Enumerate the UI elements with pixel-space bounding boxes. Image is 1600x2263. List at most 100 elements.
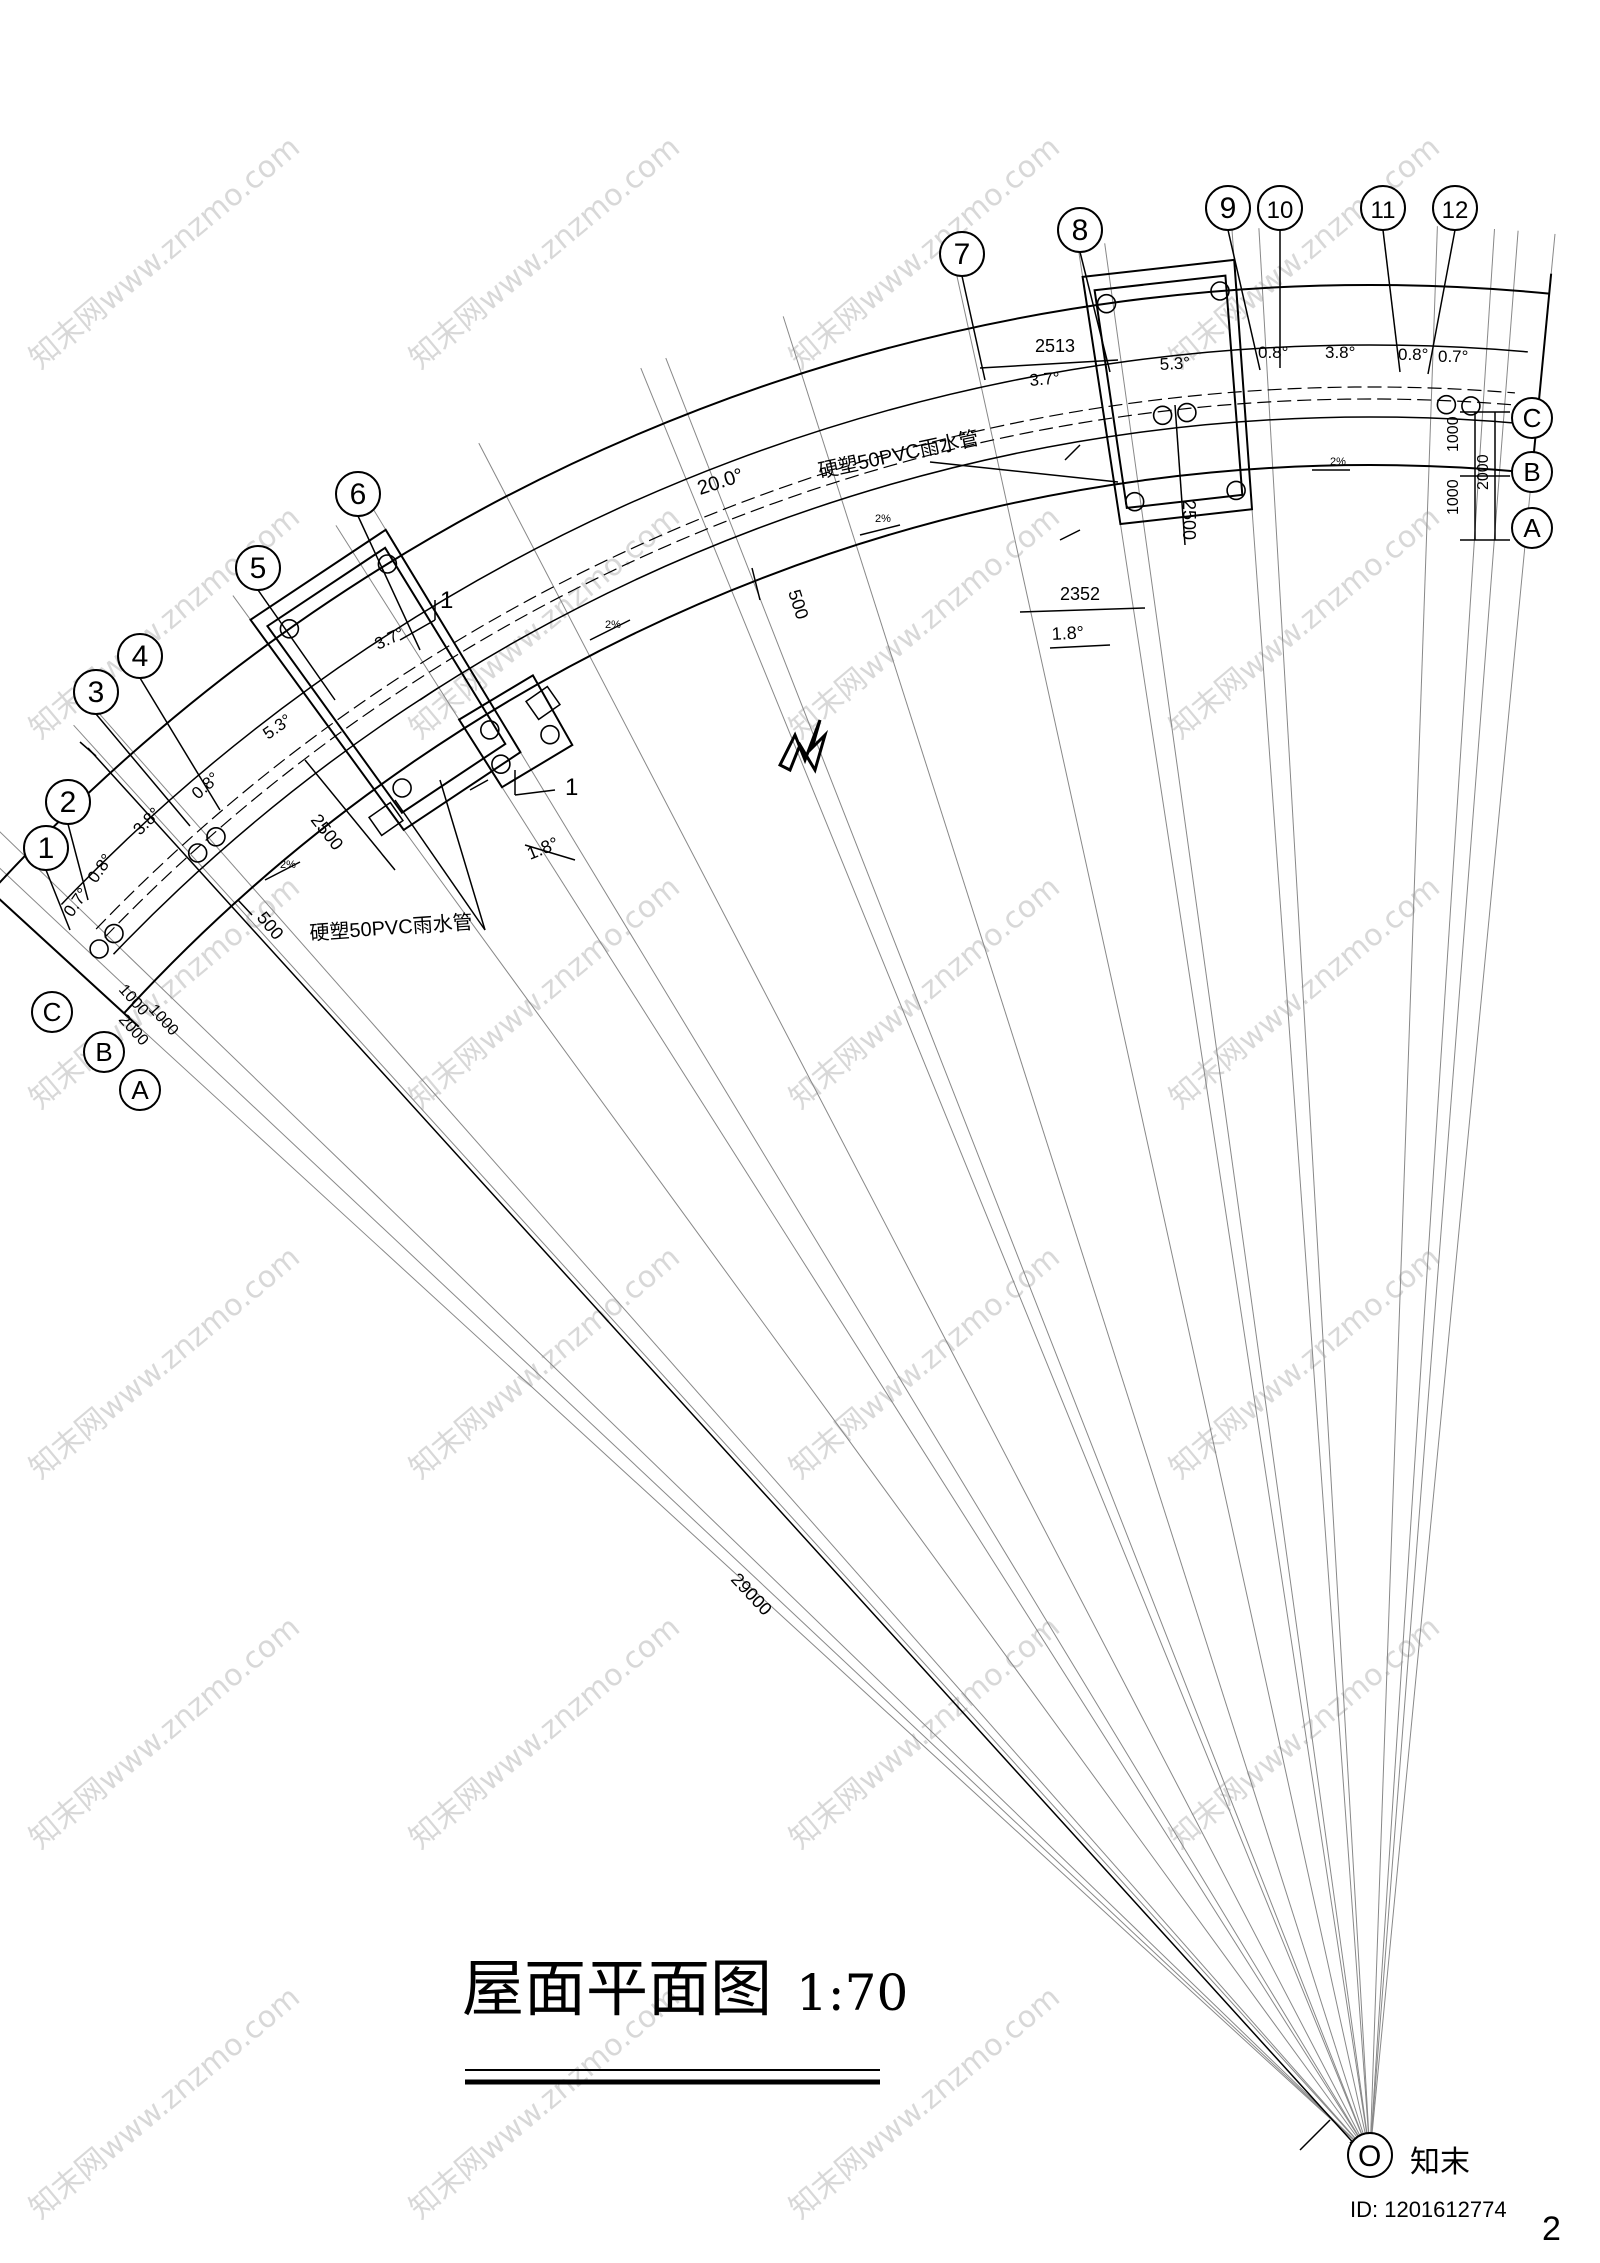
watermark-text: 知末网www.znzmo.com: [403, 130, 687, 376]
row-bubble-right: [1511, 397, 1553, 439]
angle-label-right: 5.3°: [1159, 353, 1190, 374]
angle-label-left: 5.3°: [259, 710, 295, 743]
watermark-text: 知末网www.znzmo.com: [1163, 1240, 1447, 1486]
watermark-text: 知末网www.znzmo.com: [23, 1240, 307, 1486]
slope-arrows: [264, 444, 1350, 881]
right-tower-side-dim: 2500: [1179, 500, 1199, 540]
radial-line: [0, 831, 1371, 2156]
tower-top-dim: [979, 359, 1119, 369]
gutter-width-mark: [237, 899, 253, 916]
row-label-left: C: [43, 997, 62, 1027]
left-tower-angle-dim: [524, 844, 576, 861]
column-circle: [392, 778, 412, 798]
radial-line: [335, 525, 1371, 2156]
left-tower-notes: [367, 685, 562, 837]
slope-arrow-icon: [589, 619, 631, 641]
radial-line: [1369, 233, 1556, 2156]
angle-label-left: 3.7°: [372, 624, 408, 654]
slope-arrow-icon: [419, 687, 439, 701]
left-end-cap: [0, 898, 140, 1028]
axis-leader-line: [67, 823, 89, 901]
axis-number: 8: [1072, 214, 1089, 247]
slope-label: 2%: [605, 619, 621, 631]
north-arrow-icon: [777, 719, 829, 774]
left-tower-dim: 2500: [307, 810, 347, 854]
section-mark-top: 1: [440, 587, 453, 614]
column-circle: [89, 939, 109, 959]
radial-line: [1258, 228, 1371, 2156]
watermark-text: 知末网www.znzmo.com: [23, 1980, 307, 2226]
axis-leader-line: [95, 713, 191, 827]
slope-label: 2%: [1330, 456, 1346, 468]
watermark-text: 知末网www.znzmo.com: [783, 870, 1067, 1116]
left-tower-angle: 1.8°: [524, 833, 561, 864]
axis-number: 9: [1220, 192, 1237, 225]
axis-number: 1: [38, 832, 55, 865]
watermark-text: 知末网www.znzmo.com: [403, 1240, 687, 1486]
radial-line: [478, 442, 1371, 2156]
column-circle: [1461, 396, 1481, 416]
column-circle: [1436, 394, 1457, 415]
radial-line: [232, 595, 1371, 2156]
gutter-width-mark: [751, 567, 761, 601]
right-tower-angle: 1.8°: [1051, 622, 1084, 644]
radius-dim-line: [87, 747, 1359, 2149]
row-label-right: C: [1523, 403, 1542, 433]
drawing-title: 屋面平面图: [462, 1952, 772, 2025]
radial-line: [369, 503, 1371, 2156]
radial-line: [1369, 228, 1495, 2156]
axis-bubble: [335, 471, 381, 517]
slope-arrow-icon: [1059, 529, 1081, 541]
gutter-centerline: [104, 398, 1514, 938]
axis-leader-line: [45, 869, 71, 931]
id-label: ID: 1201612774: [1350, 2197, 1507, 2222]
radius-dim-label: 29000: [727, 1569, 776, 1619]
angle-label-left: 0.8°: [188, 768, 223, 802]
column-circle: [1177, 402, 1197, 423]
column-circle: [1226, 480, 1246, 501]
slope-label: 2%: [280, 859, 296, 871]
column-circle: [479, 720, 500, 740]
axis-number: 7: [954, 238, 971, 271]
watermark-text: 知末网www.znzmo.com: [1163, 1610, 1447, 1856]
right-tower-inner: [1093, 274, 1244, 510]
row-bubble-right: [1511, 451, 1553, 493]
left-tower-tag-box: [367, 801, 405, 837]
watermark-layer: 知末网www.znzmo.com 知末网www.znzmo.com 知末网www.z…: [23, 130, 1447, 2226]
axis-leader-line: [961, 275, 986, 381]
right-band-dim-total: 2000: [1475, 454, 1492, 490]
right-band-dim-2: 1000: [1445, 479, 1462, 515]
column-circle: [377, 554, 398, 574]
axis-number: 6: [350, 478, 367, 511]
right-band-dim-1: 1000: [1445, 416, 1462, 452]
radial-line: [0, 898, 1371, 2156]
column-circle: [491, 754, 511, 775]
axis-bubble: [45, 779, 91, 825]
tower-outlines: [249, 258, 1254, 832]
column-circle: [1152, 405, 1173, 426]
axis-number: 4: [132, 640, 149, 673]
drain-label-left: 硬塑50PVC雨水管: [309, 911, 474, 945]
watermark-text: 知末网www.znzmo.com: [23, 1610, 307, 1856]
angle-label-right: 0.8°: [1258, 343, 1288, 362]
radial-line: [73, 724, 1371, 2156]
axis-number: 10: [1267, 197, 1294, 224]
watermark-text: 知末网www.znzmo.com: [1163, 500, 1447, 746]
angle-label-right: 0.7°: [1438, 347, 1468, 366]
inner-arc-edge: [123, 464, 1533, 1014]
watermark-text: 知末网www.znzmo.com: [23, 130, 307, 376]
axis-number: 11: [1371, 197, 1396, 224]
left-tower-outer: [249, 528, 522, 832]
axis-bubble: [1205, 185, 1251, 231]
row-label-right: B: [1523, 457, 1540, 487]
column-circle: [206, 826, 226, 847]
angle-label-right: 3.8°: [1325, 343, 1355, 362]
axis-bubble: [73, 669, 119, 715]
radius-dim-tick: [1299, 2119, 1331, 2151]
column-circle: [1124, 491, 1145, 512]
radial-line: [955, 269, 1371, 2156]
section-mark-bottom: 1: [565, 774, 578, 801]
axis-bubble: [117, 633, 163, 679]
axis-leader-line: [257, 589, 336, 701]
